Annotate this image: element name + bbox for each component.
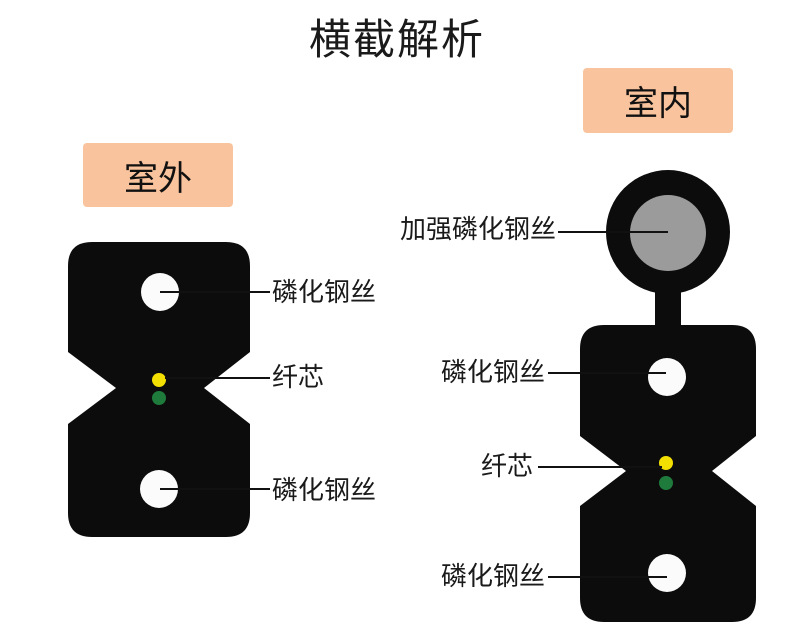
indoor-strength-wire-leader-line	[558, 231, 668, 233]
outdoor-fiber-core-green-dot	[152, 391, 166, 405]
outdoor-fiber-core-yellow-dot	[152, 373, 166, 387]
indoor-steel-wire-hole-bottom	[648, 554, 686, 592]
outdoor-top-wire-leader-line	[160, 291, 270, 293]
indoor-top-wire-label: 磷化钢丝	[440, 357, 545, 387]
outdoor-core-label: 纤芯	[272, 362, 325, 392]
page-title: 横截解析	[308, 16, 485, 63]
indoor-core-leader-line	[538, 466, 662, 468]
outdoor-core-leader-line	[165, 377, 270, 379]
outdoor-cable-cross-section	[68, 242, 250, 537]
indoor-tag: 室内	[583, 68, 733, 133]
indoor-bottom-wire-label: 磷化钢丝	[440, 561, 545, 591]
indoor-strength-wire-label: 加强磷化钢丝	[399, 214, 556, 244]
indoor-tag-text: 室内	[624, 85, 692, 123]
indoor-cable-cross-section	[580, 170, 756, 622]
indoor-bottom-wire-leader-line	[548, 576, 667, 578]
outdoor-top-wire-label: 磷化钢丝	[272, 277, 377, 307]
outdoor-cable-body	[68, 242, 250, 537]
outdoor-steel-wire-hole-bottom	[140, 470, 178, 508]
indoor-top-wire-leader-line	[548, 372, 666, 374]
outdoor-tag-text: 室外	[124, 159, 192, 198]
outdoor-bottom-wire-leader-line	[160, 488, 270, 490]
indoor-cable-body	[580, 325, 756, 622]
indoor-steel-wire-hole-top	[648, 358, 686, 396]
indoor-fiber-core-green-dot	[659, 476, 673, 490]
indoor-fiber-core-yellow-dot	[659, 456, 673, 470]
indoor-strength-member-core	[630, 195, 706, 271]
outdoor-tag: 室外	[83, 143, 233, 207]
indoor-core-label: 纤芯	[480, 451, 533, 481]
outdoor-bottom-wire-label: 磷化钢丝	[272, 475, 377, 505]
